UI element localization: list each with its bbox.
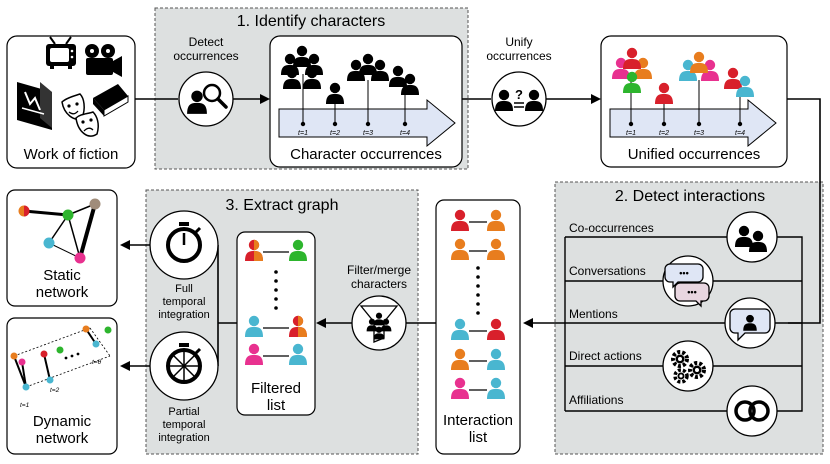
interaction-type-label: Conversations (569, 264, 646, 278)
mention-bubble-icon (724, 297, 776, 349)
static-network-label-1: Static (43, 267, 81, 284)
extract-panel-title: 3. Extract graph (226, 197, 339, 214)
identify-panel-title: 1. Identify characters (237, 13, 386, 30)
gears-icon (662, 340, 714, 392)
rings-icon (726, 385, 778, 437)
filter-merge-label-2: characters (351, 277, 407, 291)
dynamic-network-label-1: Dynamic (33, 413, 92, 430)
network-node (82, 325, 90, 333)
network-node (43, 237, 55, 249)
timeline-tick-label: t=2 (330, 130, 340, 137)
timeline-tick-label: t=3 (694, 130, 704, 137)
network-node (104, 326, 112, 334)
filtered-list-label-1: Filtered (251, 380, 301, 397)
unify-occurrences-label-2: occurrences (486, 49, 551, 63)
interaction-type-label: Mentions (569, 307, 618, 321)
network-node (62, 209, 74, 221)
timeline-arrow (609, 98, 777, 148)
unify-occurrences-node: ? (491, 71, 547, 127)
interaction-types: Co-occurrences Conversations Mentions Di… (564, 211, 803, 437)
network-node (22, 383, 30, 391)
interaction-list-box: Interaction list (435, 199, 521, 455)
interaction-type-label: Co-occurrences (569, 221, 654, 235)
timeline-tick-label: t=1 (298, 130, 308, 137)
detect-occurrences-label-2: occurrences (173, 49, 238, 63)
network-node (18, 205, 30, 217)
full-temporal-label-2: temporal (163, 296, 206, 308)
theatre-masks-icon (61, 93, 99, 137)
timeline-tick-label: t=1 (626, 130, 636, 137)
tv-icon (46, 36, 76, 69)
interaction-list-label-2: list (469, 429, 488, 446)
partial-temporal-label-2: temporal (163, 419, 206, 431)
work-of-fiction-label: Work of fiction (24, 146, 119, 163)
filtered-list-box: Filtered list (236, 231, 316, 416)
full-temporal-label-3: integration (158, 309, 209, 321)
network-node (46, 376, 54, 384)
dynamic-tick-label: t=1 (20, 402, 30, 409)
book-icon (17, 82, 52, 130)
unified-occurrences-label: Unified occurrences (628, 146, 761, 163)
filter-merge-node (351, 295, 407, 351)
timeline-tick-label: t=2 (659, 130, 669, 137)
static-network-label-2: network (36, 284, 89, 301)
character-occurrences-box: t=1 t=2 t=3 t=4 Character occurrences (269, 35, 463, 168)
interaction-list-label-1: Interaction (443, 412, 513, 429)
dynamic-network-box: t=1 t=2 t=θ Dynamic network (6, 317, 118, 455)
interaction-type-label: Affiliations (569, 393, 623, 407)
timeline-ticks (300, 74, 408, 127)
network-node (10, 352, 18, 360)
network-node (40, 350, 48, 358)
flow-arrows (135, 94, 821, 324)
detect-panel-title: 2. Detect interactions (615, 188, 765, 205)
partial-temporal-label-1: Partial (168, 406, 199, 418)
ellipsis-dots (476, 266, 480, 315)
question-equals-icon: ? (515, 87, 523, 102)
network-node (56, 346, 64, 354)
film-camera-icon (85, 44, 122, 77)
network-node (74, 252, 86, 264)
flow-arrows (120, 240, 237, 371)
detect-occurrences-node (178, 71, 234, 127)
partial-temporal-label-3: integration (158, 432, 209, 444)
static-network-box: Static network (6, 189, 118, 307)
detect-panel (554, 181, 824, 455)
conversation-bubbles-icon: ••• ••• (662, 255, 714, 308)
unify-occurrences-label-1: Unify (505, 35, 532, 49)
timeline-tick-label: t=4 (400, 130, 410, 137)
filtered-list-label-2: list (267, 397, 286, 414)
svg-text:•••: ••• (687, 287, 696, 297)
dynamic-network-label-2: network (36, 430, 89, 447)
interaction-type-label: Direct actions (569, 349, 642, 363)
magnifier-icon (202, 83, 228, 109)
dynamic-tick-label: t=θ (92, 359, 102, 366)
dynamic-tick-label: t=2 (50, 387, 60, 394)
network-node (18, 358, 26, 366)
stopwatch-segments-icon (149, 331, 219, 401)
timeline-tick-label: t=4 (735, 130, 745, 137)
full-temporal-label-1: Full (175, 283, 193, 295)
network-node (89, 198, 101, 210)
ellipsis-dots (274, 270, 278, 310)
svg-text:•••: ••• (679, 268, 688, 278)
network-node (92, 340, 100, 348)
ellipsis-dots (64, 352, 80, 360)
character-pairs (245, 209, 505, 399)
co-occurrences-icon (726, 211, 778, 263)
detect-occurrences-label-1: Detect (189, 35, 224, 49)
unified-occurrences-box: t=1 t=2 t=3 t=4 Unified occurrences (600, 35, 788, 168)
filter-merge-label-1: Filter/merge (347, 263, 411, 277)
character-occurrences-label: Character occurrences (290, 146, 442, 163)
timeline-tick-label: t=3 (363, 130, 373, 137)
stopwatch-icon (149, 210, 219, 280)
closed-book-icon (93, 84, 129, 117)
